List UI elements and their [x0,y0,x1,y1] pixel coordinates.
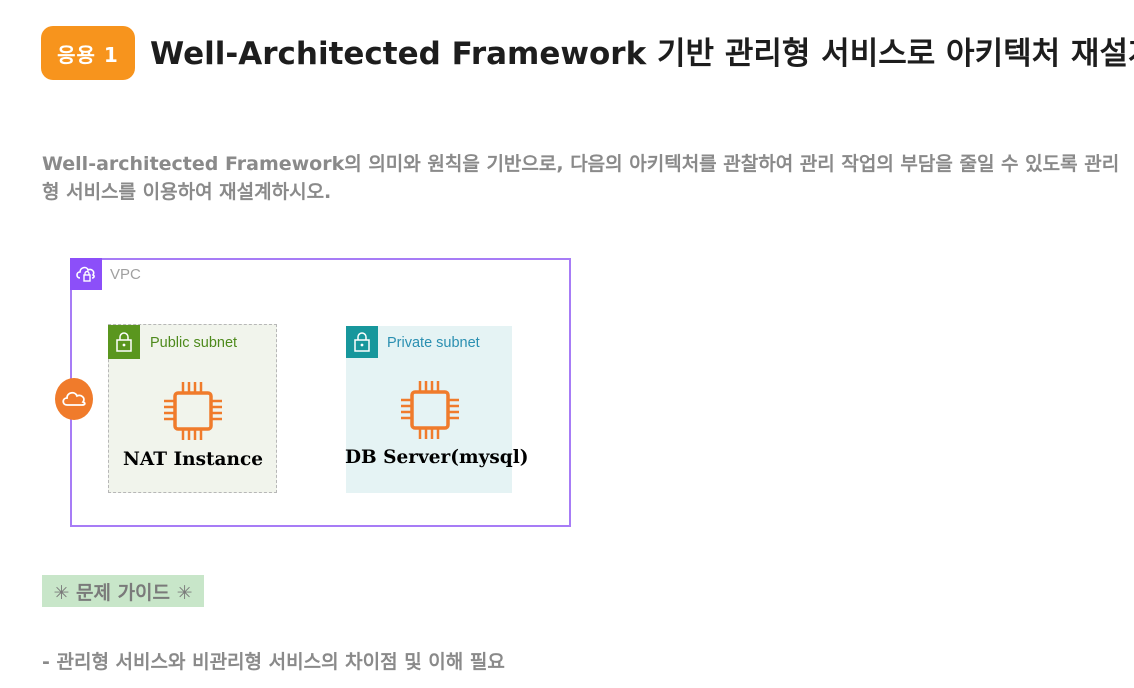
public-subnet [108,324,277,493]
section-badge: 응용 1 [41,26,135,80]
page-title: Well-Architected Framework 기반 관리형 서비스로 아… [150,36,1134,72]
public-subnet-label: Public subnet [150,335,238,351]
cloud-icon [55,378,93,420]
chip-icon [164,382,222,440]
private-subnet-label: Private subnet [387,335,480,351]
vpc-label: VPC [110,266,141,283]
chip-icon [401,381,459,439]
lock-icon [108,325,140,359]
db-server-label: DB Server(mysql) [345,447,529,468]
problem-description: Well-architected Framework의 의미와 원칙을 기반으로… [42,153,1120,203]
nat-instance-label: NAT Instance [123,449,263,470]
guide-item: - 관리형 서비스와 비관리형 서비스의 차이점 및 이해 필요 [42,651,505,673]
lock-icon [346,326,378,358]
cloud-lock-icon [70,258,102,290]
guide-label: ✳ 문제 가이드 ✳ [42,575,204,607]
